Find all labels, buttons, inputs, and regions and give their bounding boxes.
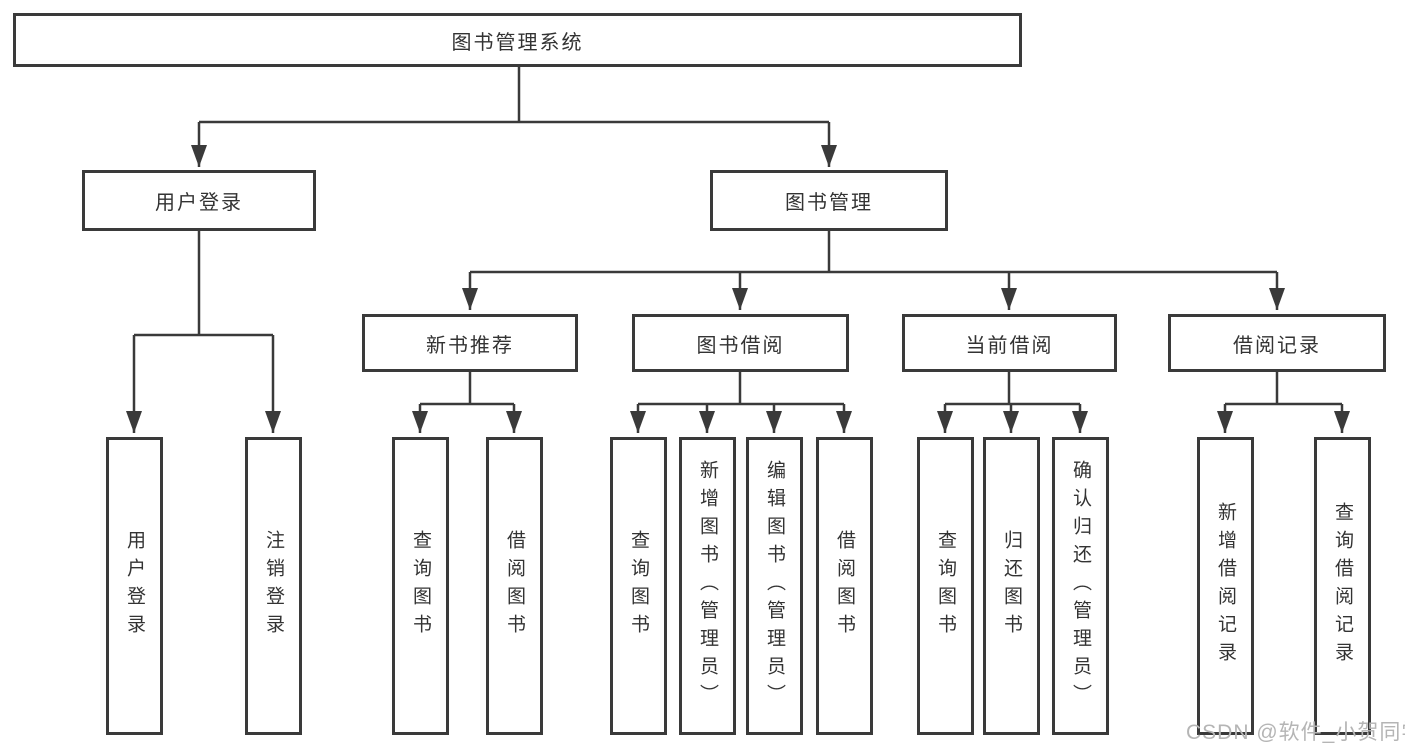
node-label: 用户登录 [124,530,145,642]
node-borrowing-records: 借阅记录 [1168,314,1386,372]
node-leaf-query-books-2: 查询图书 [610,437,667,735]
node-label: 确认归还（管理员） [1070,460,1091,712]
connectors-new-book-recommend [412,372,522,433]
node-label: 借阅图书 [504,530,525,642]
node-label: 查询图书 [935,530,956,642]
node-leaf-logout: 注销登录 [245,437,302,735]
csdn-watermark: CSDN @软件_小贺同学 [1186,721,1405,744]
connectors-user-login [126,231,281,433]
node-leaf-borrow-books-1: 借阅图书 [486,437,543,735]
connectors-current-borrowing [937,372,1088,433]
connectors-book-borrowing [630,372,852,433]
node-book-management: 图书管理 [710,170,948,231]
node-leaf-query-borrow-record: 查询借阅记录 [1314,437,1371,735]
node-label: 注销登录 [263,530,284,642]
node-label: 编辑图书（管理员） [764,460,785,712]
node-leaf-query-books-1: 查询图书 [392,437,449,735]
connectors-root [191,67,837,167]
connectors-book-management [462,231,1285,310]
node-label: 查询图书 [410,530,431,642]
node-label: 借阅记录 [1233,334,1321,357]
node-label: 查询借阅记录 [1332,502,1353,670]
node-label: 借阅图书 [834,530,855,642]
node-label: 用户登录 [155,192,243,214]
connectors-borrowing-records [1217,372,1350,433]
node-label: 当前借阅 [965,334,1054,357]
node-leaf-borrow-books-2: 借阅图书 [816,437,873,735]
node-label: 图书管理系统 [451,31,584,54]
node-label: 新增图书（管理员） [697,460,718,712]
node-label: 图书借阅 [696,334,785,357]
node-leaf-edit-book-admin: 编辑图书（管理员） [746,437,803,735]
node-book-borrowing: 图书借阅 [632,314,849,372]
node-leaf-return-book: 归还图书 [983,437,1040,735]
node-label: 图书管理 [785,192,873,214]
node-leaf-add-borrow-record: 新增借阅记录 [1197,437,1254,735]
node-label: 查询图书 [628,530,649,642]
node-leaf-query-books-3: 查询图书 [917,437,974,735]
node-label: 新书推荐 [426,334,514,357]
node-leaf-confirm-return-admin: 确认归还（管理员） [1052,437,1109,735]
node-library-management-system: 图书管理系统 [13,13,1022,67]
node-current-borrowing: 当前借阅 [902,314,1117,372]
node-label: 新增借阅记录 [1215,502,1236,670]
node-leaf-user-login: 用户登录 [106,437,163,735]
node-leaf-add-book-admin: 新增图书（管理员） [679,437,736,735]
node-user-login: 用户登录 [82,170,316,231]
node-label: 归还图书 [1001,530,1022,642]
node-new-book-recommend: 新书推荐 [362,314,578,372]
